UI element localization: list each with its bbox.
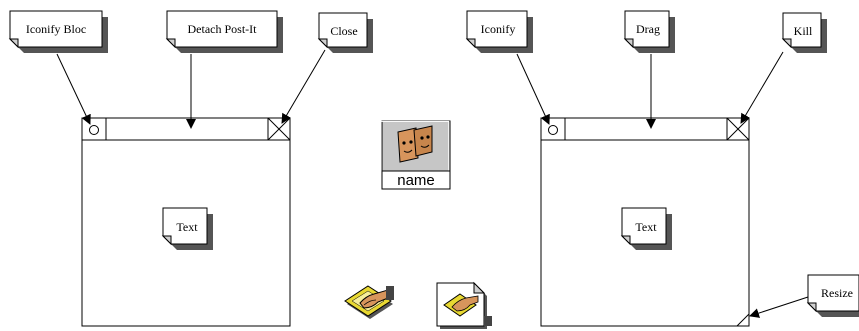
left-close-button[interactable] [267,117,291,141]
arrow-iconify-bloc [56,53,91,125]
arrow-kill [740,51,784,124]
callout-close: Close [317,12,373,53]
arrow-close [281,49,326,124]
callout-iconify-bloc: Iconify Bloc [8,10,108,53]
callout-drag-label: Drag [636,22,660,36]
dog-eared-document-icon[interactable] [436,281,492,329]
left-text-note: Text [161,207,213,250]
arrow-resize [749,296,809,318]
callout-iconify: Iconify [465,10,533,53]
callout-resize: Resize [806,274,859,317]
left-bloc-window [81,117,291,327]
callout-resize-label: Resize [821,286,853,300]
desktop-icon[interactable]: name [380,120,451,190]
hand-on-document-icon[interactable] [344,285,394,319]
callout-detach-post-it-label: Detach Post-It [188,22,258,36]
left-iconify-button[interactable] [81,117,107,141]
right-text-note: Text [620,207,672,250]
callout-close-label: Close [330,24,357,38]
resize-handle[interactable] [736,313,750,327]
callout-iconify-label: Iconify [481,22,516,36]
callout-kill-label: Kill [794,24,813,38]
left-arrows [56,49,326,129]
callout-iconify-bloc-label: Iconify Bloc [26,22,86,36]
callout-detach-post-it: Detach Post-It [165,10,283,53]
right-title-bar[interactable] [540,117,750,141]
arrow-iconify [516,53,550,125]
right-text-note-label: Text [635,220,657,234]
callout-kill: Kill [781,12,827,53]
desktop-icon-label: name [397,172,435,189]
right-arrows [516,51,809,318]
left-text-note-label: Text [176,220,198,234]
right-iconify-button[interactable] [540,117,566,141]
left-title-bar[interactable] [81,117,291,141]
faces-icon [397,125,433,163]
right-kill-button[interactable] [726,117,750,141]
callout-drag: Drag [623,10,675,53]
